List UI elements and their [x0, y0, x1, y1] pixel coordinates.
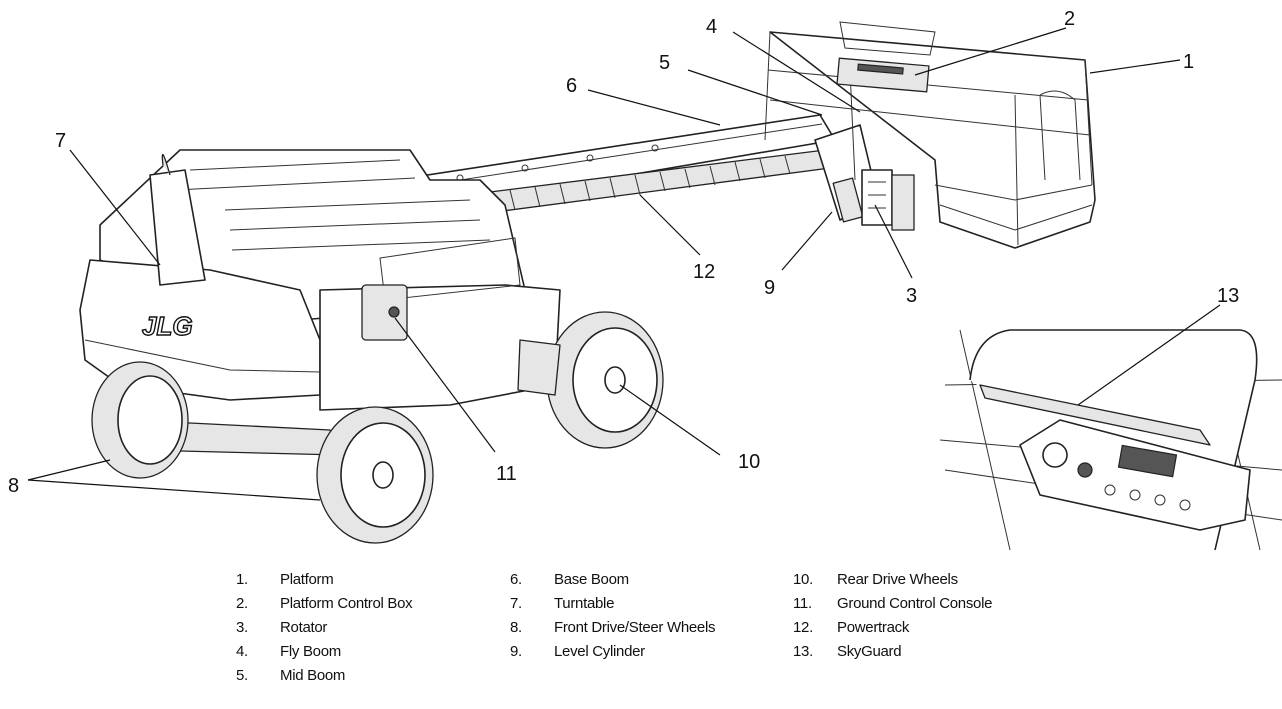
- legend-item: 8.Front Drive/Steer Wheels: [510, 618, 716, 636]
- legend-item: 7.Turntable: [510, 594, 615, 612]
- callout-7: 7: [55, 130, 66, 152]
- jlg-logo: JLG: [142, 311, 193, 341]
- legend-item: 4.Fly Boom: [236, 642, 341, 660]
- callout-numbers: 1 2 3 4 5 6 7 8 9 10 11 12 13: [8, 8, 1239, 497]
- chassis: JLG: [79, 149, 561, 456]
- platform: [764, 21, 1096, 249]
- legend-item: 11.Ground Control Console: [793, 594, 993, 612]
- turntable-post: [149, 169, 206, 286]
- front-left-wheel: [91, 361, 189, 479]
- rotator-bracket: [891, 174, 915, 231]
- legend-item: 9.Level Cylinder: [510, 642, 645, 660]
- ground-control-console: [361, 284, 408, 341]
- legend: 1.Platform 2.Platform Control Box 3.Rota…: [0, 567, 1282, 707]
- skyguard-bar: [979, 384, 1211, 446]
- rear-right-wheel: [546, 311, 664, 449]
- skyguard-control-panel: [1019, 419, 1251, 531]
- callout-10: 10: [738, 451, 760, 473]
- callout-8: 8: [8, 475, 19, 497]
- legend-item: 6.Base Boom: [510, 570, 629, 588]
- turntable-slats: [174, 159, 491, 251]
- legend-item: 10.Rear Drive Wheels: [793, 570, 958, 588]
- front-right-wheel: [316, 406, 434, 544]
- callout-9: 9: [764, 277, 775, 299]
- legend-column-1: 1.Platform 2.Platform Control Box 3.Rota…: [236, 567, 413, 687]
- rear-wheel-hub: [517, 339, 561, 396]
- legend-item: 3.Rotator: [236, 618, 328, 636]
- callout-6: 6: [566, 75, 577, 97]
- callout-5: 5: [659, 52, 670, 74]
- callout-2: 2: [1064, 8, 1075, 30]
- callout-13: 13: [1217, 285, 1239, 307]
- legend-item: 2.Platform Control Box: [236, 594, 413, 612]
- diagram-svg: JLG: [8, 8, 1282, 551]
- callout-1: 1: [1183, 51, 1194, 73]
- rotator: [861, 169, 893, 226]
- powertrack-links: [509, 155, 791, 211]
- legend-item: 13.SkyGuard: [793, 642, 902, 660]
- legend-item: 12.Powertrack: [793, 618, 910, 636]
- callout-3: 3: [906, 285, 917, 307]
- callout-12: 12: [693, 261, 715, 283]
- turntable-lamp: [161, 154, 171, 176]
- legend-item: 1.Platform: [236, 570, 334, 588]
- legend-item: 5.Mid Boom: [236, 666, 346, 684]
- level-cylinder: [832, 177, 864, 223]
- legend-column-2: 6.Base Boom 7.Turntable 8.Front Drive/St…: [510, 567, 715, 663]
- callout-4: 4: [706, 16, 717, 38]
- leader-lines: [27, 27, 1221, 501]
- legend-column-3: 10.Rear Drive Wheels 11.Ground Control C…: [793, 567, 992, 663]
- callout-11: 11: [496, 463, 517, 485]
- skyguard-inset: [939, 329, 1282, 551]
